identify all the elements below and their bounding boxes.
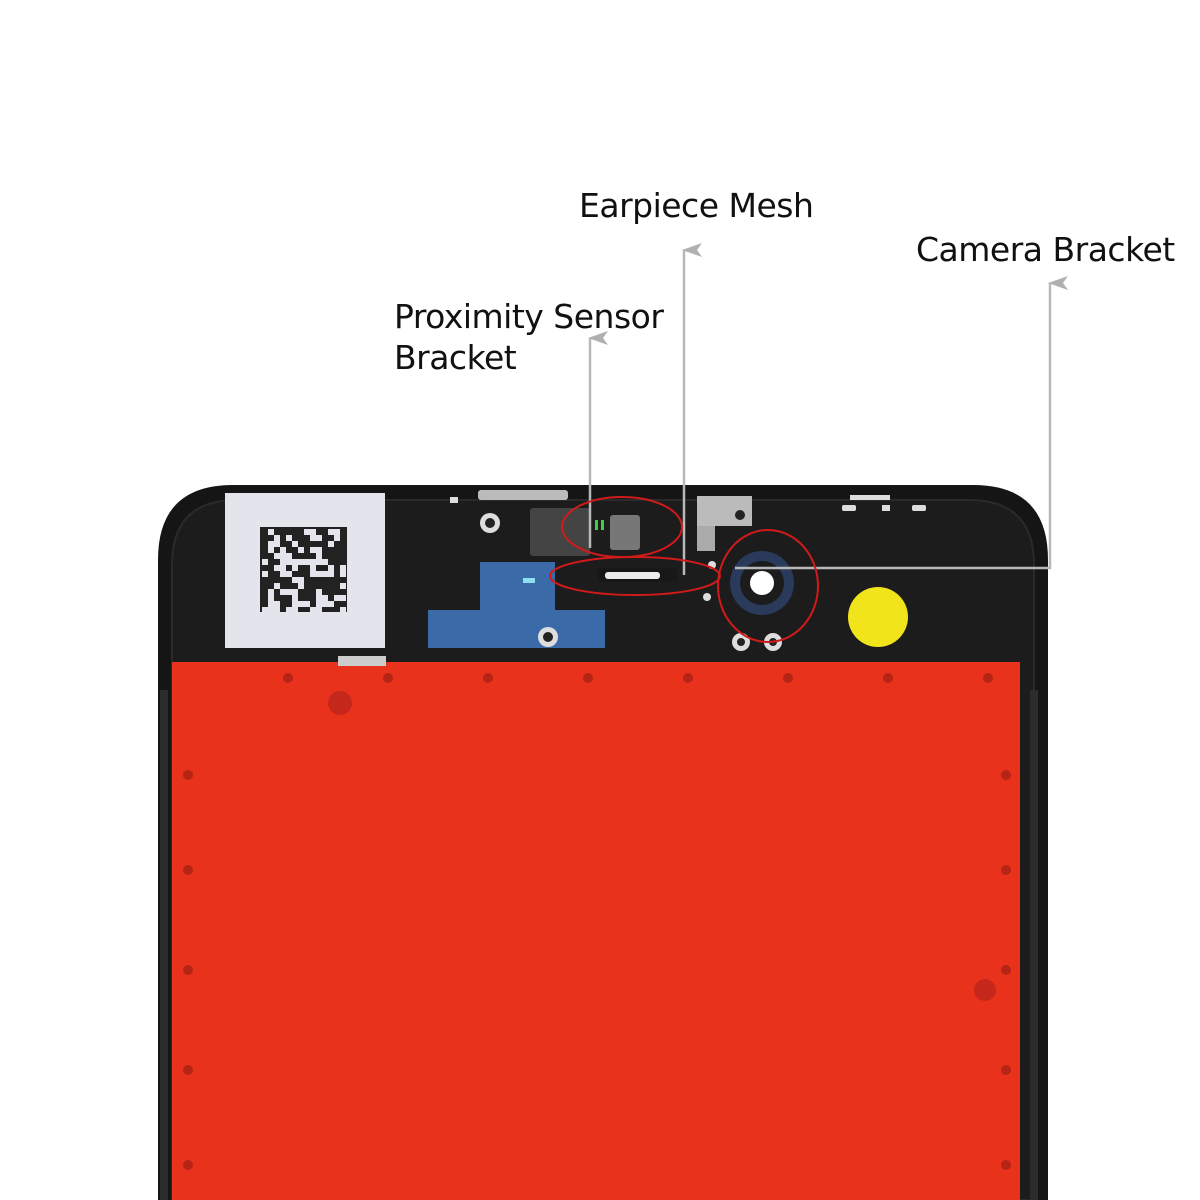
earpiece-highlight-ellipse: [549, 556, 721, 596]
proximity-bracket-label: Bracket: [394, 338, 517, 377]
film-dot: [883, 673, 893, 683]
film-dot: [783, 673, 793, 683]
film-dot: [683, 673, 693, 683]
film-dot: [1001, 865, 1011, 875]
camera-leader-line: [735, 276, 1068, 570]
film-dot: [1001, 965, 1011, 975]
film-dot: [1001, 1160, 1011, 1170]
red-protective-film: [172, 662, 1020, 1200]
film-dot: [283, 673, 293, 683]
earpiece-mesh-label: Earpiece Mesh: [579, 186, 814, 225]
proximity-sensor-label: Proximity Sensor: [394, 297, 664, 336]
film-dot: [583, 673, 593, 683]
film-dot: [983, 673, 993, 683]
film-dot: [1001, 770, 1011, 780]
blue-flex-bracket: [428, 562, 605, 648]
film-dot: [183, 770, 193, 780]
yellow-sensor-dot: [848, 587, 908, 647]
camera-highlight-ellipse: [717, 529, 819, 643]
film-dot: [483, 673, 493, 683]
film-dot: [183, 865, 193, 875]
film-dot: [383, 673, 393, 683]
film-dot: [183, 1065, 193, 1075]
qr-label-sticker: [225, 493, 385, 648]
film-dot: [183, 1160, 193, 1170]
camera-bracket-label: Camera Bracket: [916, 230, 1175, 269]
film-dot: [1001, 1065, 1011, 1075]
film-dot: [183, 965, 193, 975]
